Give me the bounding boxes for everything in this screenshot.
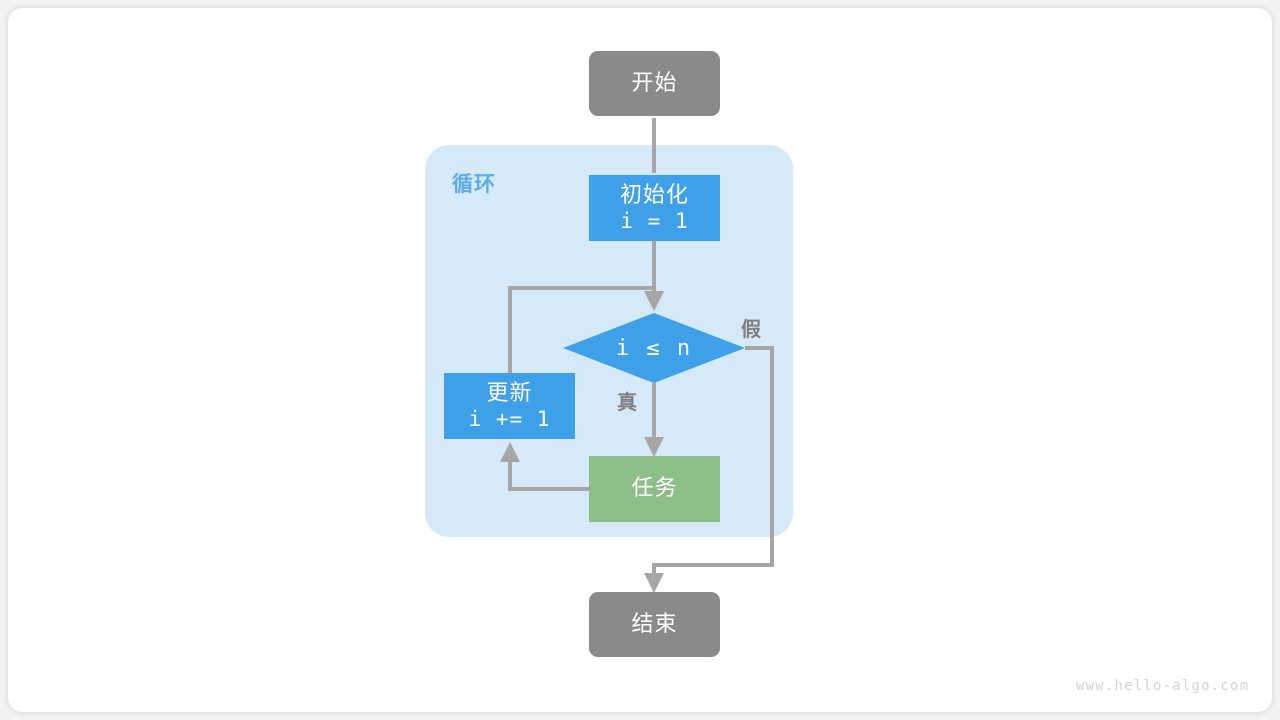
watermark: www.hello-algo.com <box>1076 678 1250 694</box>
node-task[interactable]: 任务 <box>589 456 720 522</box>
node-start-label: 开始 <box>631 70 678 96</box>
node-update-code: i += 1 <box>468 406 551 431</box>
node-init-label: 初始化 <box>619 182 689 208</box>
edge-label-true: 真 <box>617 390 638 414</box>
node-end-label: 结束 <box>631 611 678 637</box>
loop-group-label: 循环 <box>452 172 496 196</box>
decision-node-cond[interactable] <box>563 313 745 383</box>
node-update-label: 更新 <box>486 380 533 406</box>
node-task-label: 任务 <box>631 476 678 502</box>
node-update[interactable]: 更新 i += 1 <box>444 373 575 439</box>
node-init-code: i = 1 <box>620 208 689 233</box>
edge-cond-to-end <box>644 346 774 593</box>
edge-update-to-cond <box>508 286 664 375</box>
node-end[interactable]: 结束 <box>589 592 720 657</box>
node-start[interactable]: 开始 <box>589 51 720 116</box>
node-init[interactable]: 初始化 i = 1 <box>589 175 720 241</box>
edge-label-false: 假 <box>741 317 762 341</box>
edge-task-to-update <box>500 442 589 491</box>
